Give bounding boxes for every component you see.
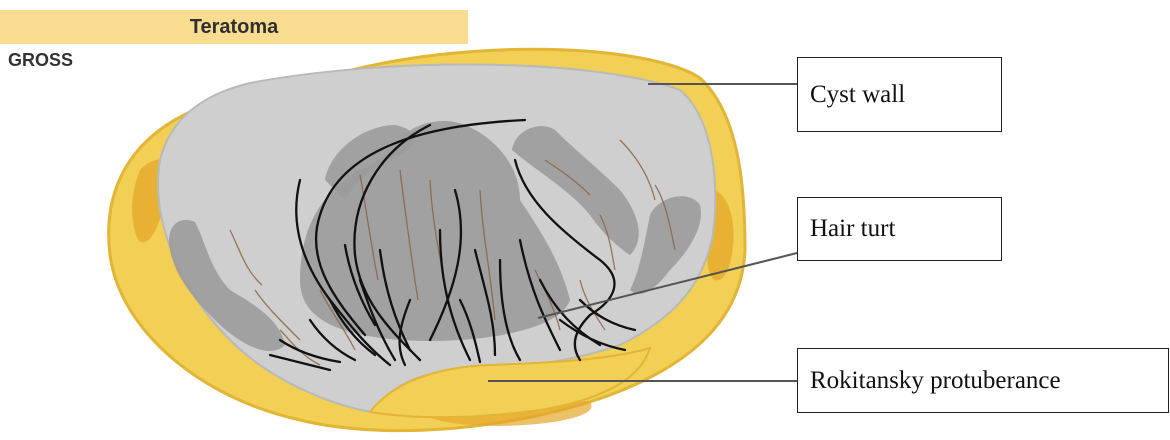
label-rokitansky-protuberance: Rokitansky protuberance xyxy=(797,348,1169,413)
label-cyst-wall: Cyst wall xyxy=(797,57,1002,132)
label-hair-tuft: Hair turt xyxy=(797,197,1002,261)
